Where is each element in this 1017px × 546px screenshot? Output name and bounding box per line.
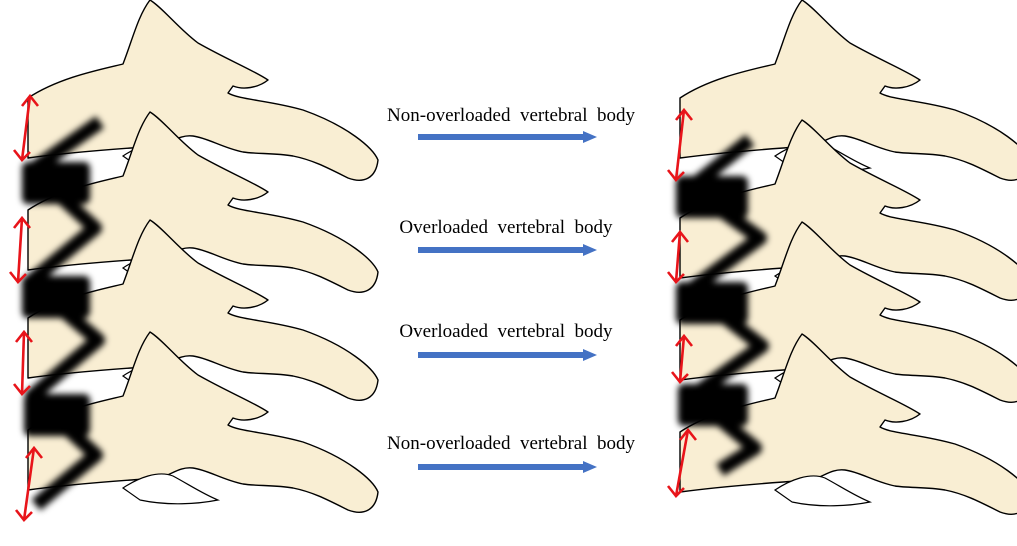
label-row-1: Non-overloaded vertebral body — [387, 105, 635, 126]
left-vertebra-1 — [28, 0, 378, 180]
label-row-4: Non-overloaded vertebral body — [387, 433, 635, 454]
label-row-3: Overloaded vertebral body — [399, 321, 613, 342]
transition-labels: Non-overloaded vertebral body Overloaded… — [387, 105, 635, 467]
label-row-2: Overloaded vertebral body — [399, 217, 613, 238]
left-spine — [10, 0, 378, 520]
right-spine — [668, 0, 1017, 514]
